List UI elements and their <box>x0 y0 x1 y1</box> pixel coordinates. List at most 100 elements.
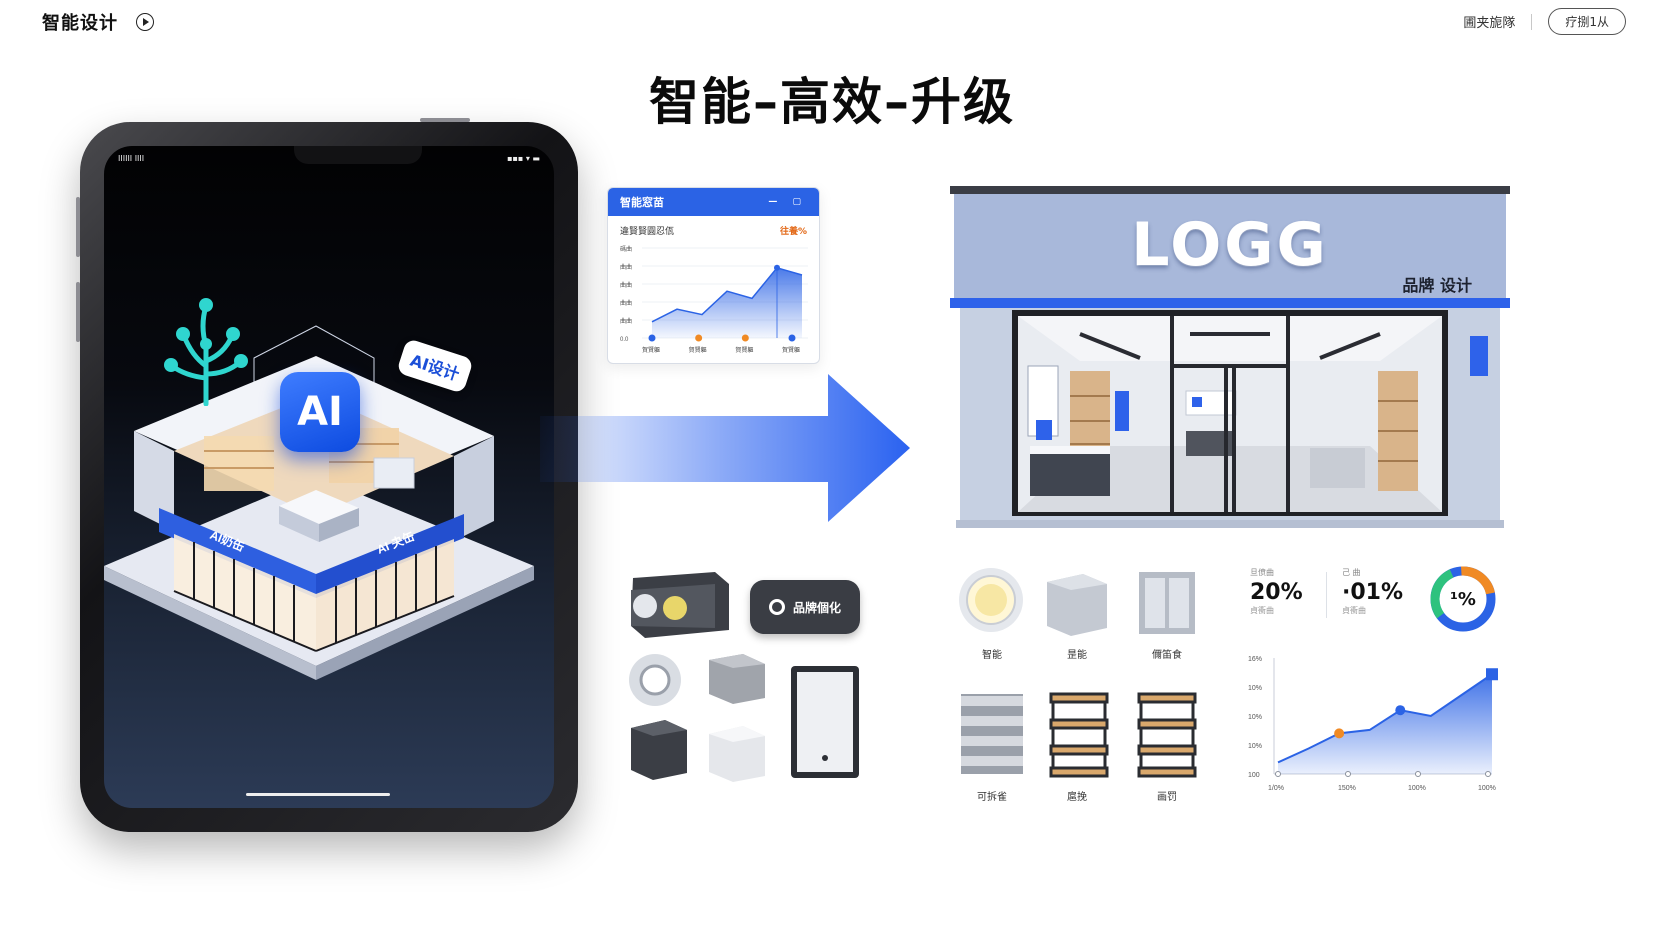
x-marker <box>1345 771 1351 777</box>
transition-arrow-icon <box>540 374 910 522</box>
light-cube-icon <box>709 726 765 782</box>
ai-tree-icon <box>164 298 248 406</box>
x-marker <box>695 334 703 342</box>
y-tick-label: 0.0 <box>620 337 629 343</box>
cabinet-icon <box>1139 572 1195 634</box>
status-signal: IIIIII IIII <box>118 154 145 163</box>
series-line <box>1277 673 1493 764</box>
stat-caption: 己 曲 <box>1342 568 1361 577</box>
x-tick-label: 100% <box>1478 785 1496 792</box>
y-tick-label: 100 <box>1248 772 1260 779</box>
card-header: 智能窓苗 — ▢ <box>608 188 819 216</box>
furniture-label: 昰能 <box>1067 650 1087 661</box>
isometric-store-illustration: AI奶缶 AI 夬缶 <box>104 325 534 680</box>
x-marker <box>741 334 749 342</box>
brand-pill-label: 品牌個化 <box>792 600 841 615</box>
card-window-controls[interactable]: — ▢ <box>768 197 807 207</box>
end-point <box>1486 668 1498 681</box>
furniture-objects <box>959 568 1197 778</box>
peak-point <box>774 264 780 271</box>
furniture-label: 画罚 <box>1157 792 1177 803</box>
tablet-button <box>76 282 80 342</box>
card-percent: 往養% <box>779 227 807 237</box>
panel-device-icon <box>791 666 859 778</box>
x-marker <box>1415 771 1421 777</box>
card-title: 智能窓苗 <box>620 196 664 209</box>
round-button-icon <box>629 654 681 706</box>
stat-divider <box>1326 572 1327 618</box>
storefront: LOGG 品牌 设计 <box>950 186 1510 528</box>
highlight-point <box>1334 728 1345 739</box>
grey-block-icon <box>1047 574 1107 636</box>
stat-block: 己 曲 ·01% 貞衝曲 <box>1342 567 1403 616</box>
storefront-illustration <box>950 186 1510 528</box>
stat-sub: 貞衝曲 <box>1342 606 1366 615</box>
material-objects <box>629 572 859 782</box>
nav-divider <box>1531 13 1533 30</box>
stat-sub: 貞衝曲 <box>1250 606 1274 615</box>
play-icon[interactable] <box>136 13 154 31</box>
y-tick-label: 碼曲 <box>620 245 632 253</box>
series-area <box>1278 674 1492 774</box>
home-indicator[interactable] <box>246 793 390 796</box>
card-line-chart: 碼曲曲曲曲曲曲曲曲曲0.0賀賢軀賀賢軀賀賢軀賀賢軀 <box>620 245 808 354</box>
stat-value: 20% <box>1250 580 1303 605</box>
x-tick-label: 賀賢軀 <box>782 346 800 354</box>
x-tick-label: 賀賢軀 <box>689 346 707 354</box>
y-tick-label: 曲曲 <box>620 317 632 325</box>
tablet-screen: IIIIII IIII ▪▪▪ ▾ ▬ <box>104 146 554 808</box>
growth-area-chart: 16% 10% 10% 10% 100 1/0% 150% 100% 100% <box>1248 656 1498 792</box>
control-box-icon <box>631 572 729 638</box>
x-tick-label: 150% <box>1338 785 1356 792</box>
card-subtitle: 違賢賢圓忍佤 <box>620 227 675 237</box>
camera-notch <box>294 146 422 164</box>
brand-pill-button[interactable]: 品牌個化 <box>750 580 860 634</box>
stat-value: ·01% <box>1342 580 1404 605</box>
furniture-label: 儞笛食 <box>1152 650 1182 661</box>
stat-caption: 旦偾曲 <box>1250 568 1274 577</box>
tablet-button <box>76 197 80 257</box>
store-subtitle: 品牌 设计 <box>1402 276 1472 295</box>
y-tick-label: 曲曲 <box>620 263 632 271</box>
y-tick-label: 曲曲 <box>620 299 632 307</box>
top-right-bar: 圃夹旎隊 疗捌1从 <box>1463 8 1626 35</box>
y-tick-label: 16% <box>1248 656 1262 663</box>
highlight-point <box>1395 705 1406 716</box>
wood-shelf-icon <box>1137 692 1197 778</box>
furniture-label: 可拆雀 <box>977 792 1007 803</box>
x-tick-label: 賀賢軀 <box>642 346 660 354</box>
round-light-icon <box>959 568 1023 632</box>
store-logo: LOGG <box>1131 210 1329 280</box>
x-marker <box>788 334 796 342</box>
x-marker <box>1275 771 1281 777</box>
brand-title: 智能设计 <box>42 13 118 34</box>
furniture-label: 智能 <box>982 650 1002 661</box>
donut-label: ¹% <box>1450 588 1476 610</box>
grey-cube-icon <box>709 654 765 704</box>
dark-cube-icon <box>631 720 687 780</box>
ring-icon <box>768 599 785 615</box>
wood-shelf-icon <box>1049 692 1109 778</box>
x-marker <box>648 334 656 342</box>
tablet-button <box>420 118 470 122</box>
series-area <box>652 267 802 338</box>
tablet-device: IIIIII IIII ▪▪▪ ▾ ▬ <box>76 118 578 832</box>
top-left-bar: 智能设计 <box>42 9 154 35</box>
furniture-label: 扈挽 <box>1067 792 1087 803</box>
x-marker <box>1485 771 1491 777</box>
x-tick-label: 1/0% <box>1268 785 1284 792</box>
stat-block: 旦偾曲 20% 貞衝曲 <box>1250 567 1303 616</box>
headline: 智能–高效–升级 <box>649 73 1015 131</box>
stacked-shelf-icon <box>961 694 1023 774</box>
nav-link[interactable]: 圃夹旎隊 <box>1463 16 1516 31</box>
ai-badge: AI <box>280 372 360 452</box>
y-tick-label: 曲曲 <box>620 281 632 289</box>
y-tick-label: 10% <box>1248 685 1262 692</box>
x-tick-label: 100% <box>1408 785 1426 792</box>
y-tick-label: 10% <box>1248 743 1262 750</box>
x-tick-label: 賀賢軀 <box>735 346 753 354</box>
y-tick-label: 10% <box>1248 714 1262 721</box>
nav-pill-button[interactable]: 疗捌1从 <box>1548 8 1626 35</box>
